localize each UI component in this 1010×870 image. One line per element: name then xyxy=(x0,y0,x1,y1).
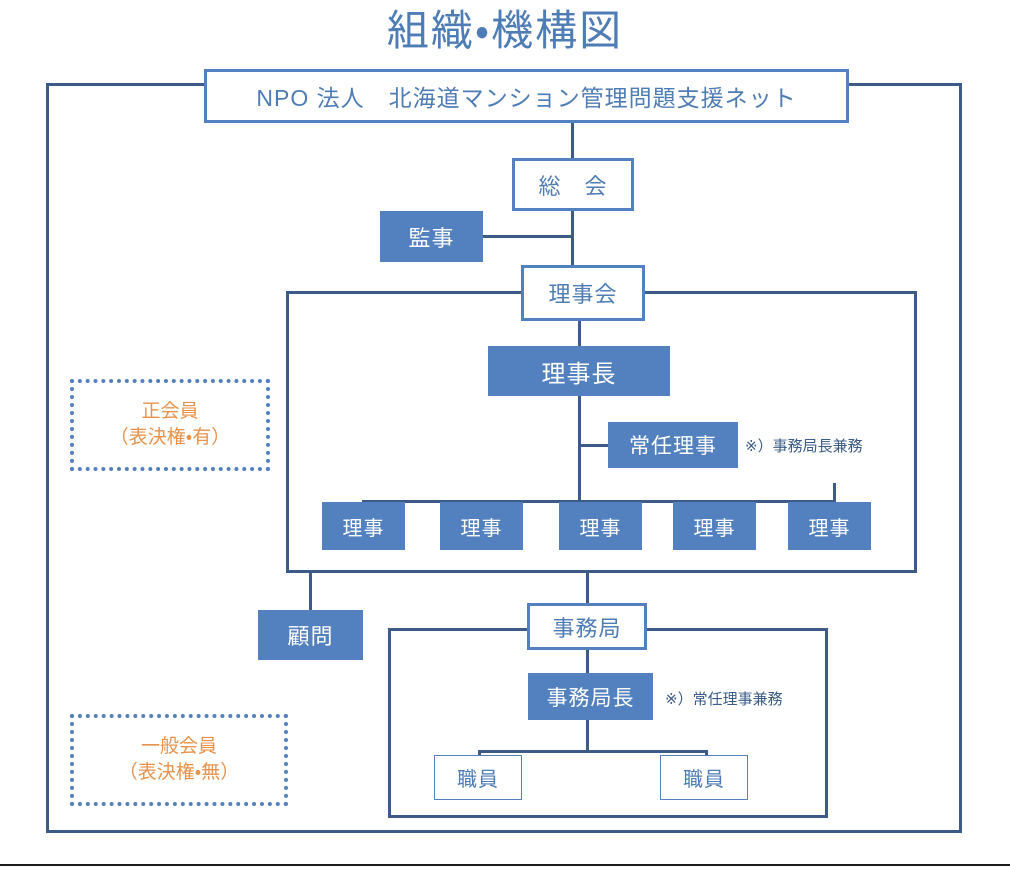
connector-chairman-to-directors-bus xyxy=(578,396,581,502)
legend-regular-member: 正会員 （表決権・有） xyxy=(70,379,270,471)
connector-board-to-secretariat xyxy=(586,573,589,603)
node-director-3-label: 理事 xyxy=(579,517,622,540)
node-standing-director[interactable]: 常任理事 xyxy=(608,422,738,468)
node-general-meeting-label: 総 会 xyxy=(538,173,608,199)
node-standing-director-label: 常任理事 xyxy=(629,435,717,458)
connector-banner-to-general-meeting xyxy=(571,122,574,159)
node-secretary-general-label: 事務局長 xyxy=(546,686,635,710)
node-director-3[interactable]: 理事 xyxy=(559,502,642,550)
connector-bus-to-director-2 xyxy=(480,500,483,503)
node-director-2[interactable]: 理事 xyxy=(440,502,523,550)
node-staff-1[interactable]: 職員 xyxy=(434,755,522,800)
node-staff-2[interactable]: 職員 xyxy=(660,755,748,800)
organisation-name-label: NPO 法人 北海道マンション管理問題支援ネット xyxy=(256,85,797,111)
legend-general-member: 一般会員 （表決権・無） xyxy=(70,714,288,806)
page-title: 組織・機構図 xyxy=(386,7,624,54)
node-director-5-label: 理事 xyxy=(808,517,851,540)
staff-bus xyxy=(478,750,708,753)
node-secretariat[interactable]: 事務局 xyxy=(527,603,647,650)
bottom-divider xyxy=(0,864,1010,866)
connector-secretariat-to-secretary-general xyxy=(586,649,589,673)
legend-general-member-line1: 一般会員 xyxy=(140,736,217,758)
connector-board-to-advisor xyxy=(309,573,312,610)
connector-bus-to-director-3 xyxy=(599,500,602,503)
connector-bus-to-staff-2 xyxy=(705,750,708,756)
node-secretariat-label: 事務局 xyxy=(552,615,622,641)
connector-bus-to-staff-1 xyxy=(478,750,481,756)
connector-bus-to-director-4 xyxy=(713,500,716,503)
connector-chairman-to-standing-director xyxy=(578,444,608,447)
node-auditor-label: 監事 xyxy=(408,225,455,251)
node-staff-2-label: 職員 xyxy=(683,769,725,791)
organisation-name-banner[interactable]: NPO 法人 北海道マンション管理問題支援ネット xyxy=(204,69,849,123)
node-director-2-label: 理事 xyxy=(460,517,503,540)
secretary-general-note: ※）常任理事兼務 xyxy=(665,691,783,708)
standing-director-note: ※）事務局長兼務 xyxy=(745,438,863,455)
node-director-4-label: 理事 xyxy=(693,517,736,540)
node-director-4[interactable]: 理事 xyxy=(673,502,756,550)
node-chairman-label: 理事長 xyxy=(541,360,617,388)
node-advisor[interactable]: 顧問 xyxy=(258,610,363,660)
connector-bus-to-director-5 xyxy=(833,483,836,503)
node-auditor[interactable]: 監事 xyxy=(380,211,483,262)
legend-general-member-line2: （表決権・無） xyxy=(118,762,240,783)
connector-auditor-to-trunk xyxy=(483,235,573,238)
directors-bus xyxy=(362,500,835,503)
node-director-1-label: 理事 xyxy=(342,517,385,540)
connector-bus-to-director-1 xyxy=(362,500,365,503)
node-staff-1-label: 職員 xyxy=(457,769,499,791)
node-general-meeting[interactable]: 総 会 xyxy=(512,158,634,211)
node-board-of-directors[interactable]: 理事会 xyxy=(521,265,645,321)
node-board-of-directors-label: 理事会 xyxy=(548,282,618,307)
node-secretary-general[interactable]: 事務局長 xyxy=(528,673,653,720)
node-director-5[interactable]: 理事 xyxy=(788,502,871,550)
legend-regular-member-line2: （表決権・有） xyxy=(109,427,231,448)
connector-secretary-general-to-staff-bus xyxy=(586,720,589,753)
node-chairman[interactable]: 理事長 xyxy=(488,346,670,396)
legend-regular-member-line1: 正会員 xyxy=(141,401,199,423)
node-advisor-label: 顧問 xyxy=(287,624,334,649)
connector-board-to-chairman xyxy=(578,320,581,346)
node-director-1[interactable]: 理事 xyxy=(322,502,405,550)
